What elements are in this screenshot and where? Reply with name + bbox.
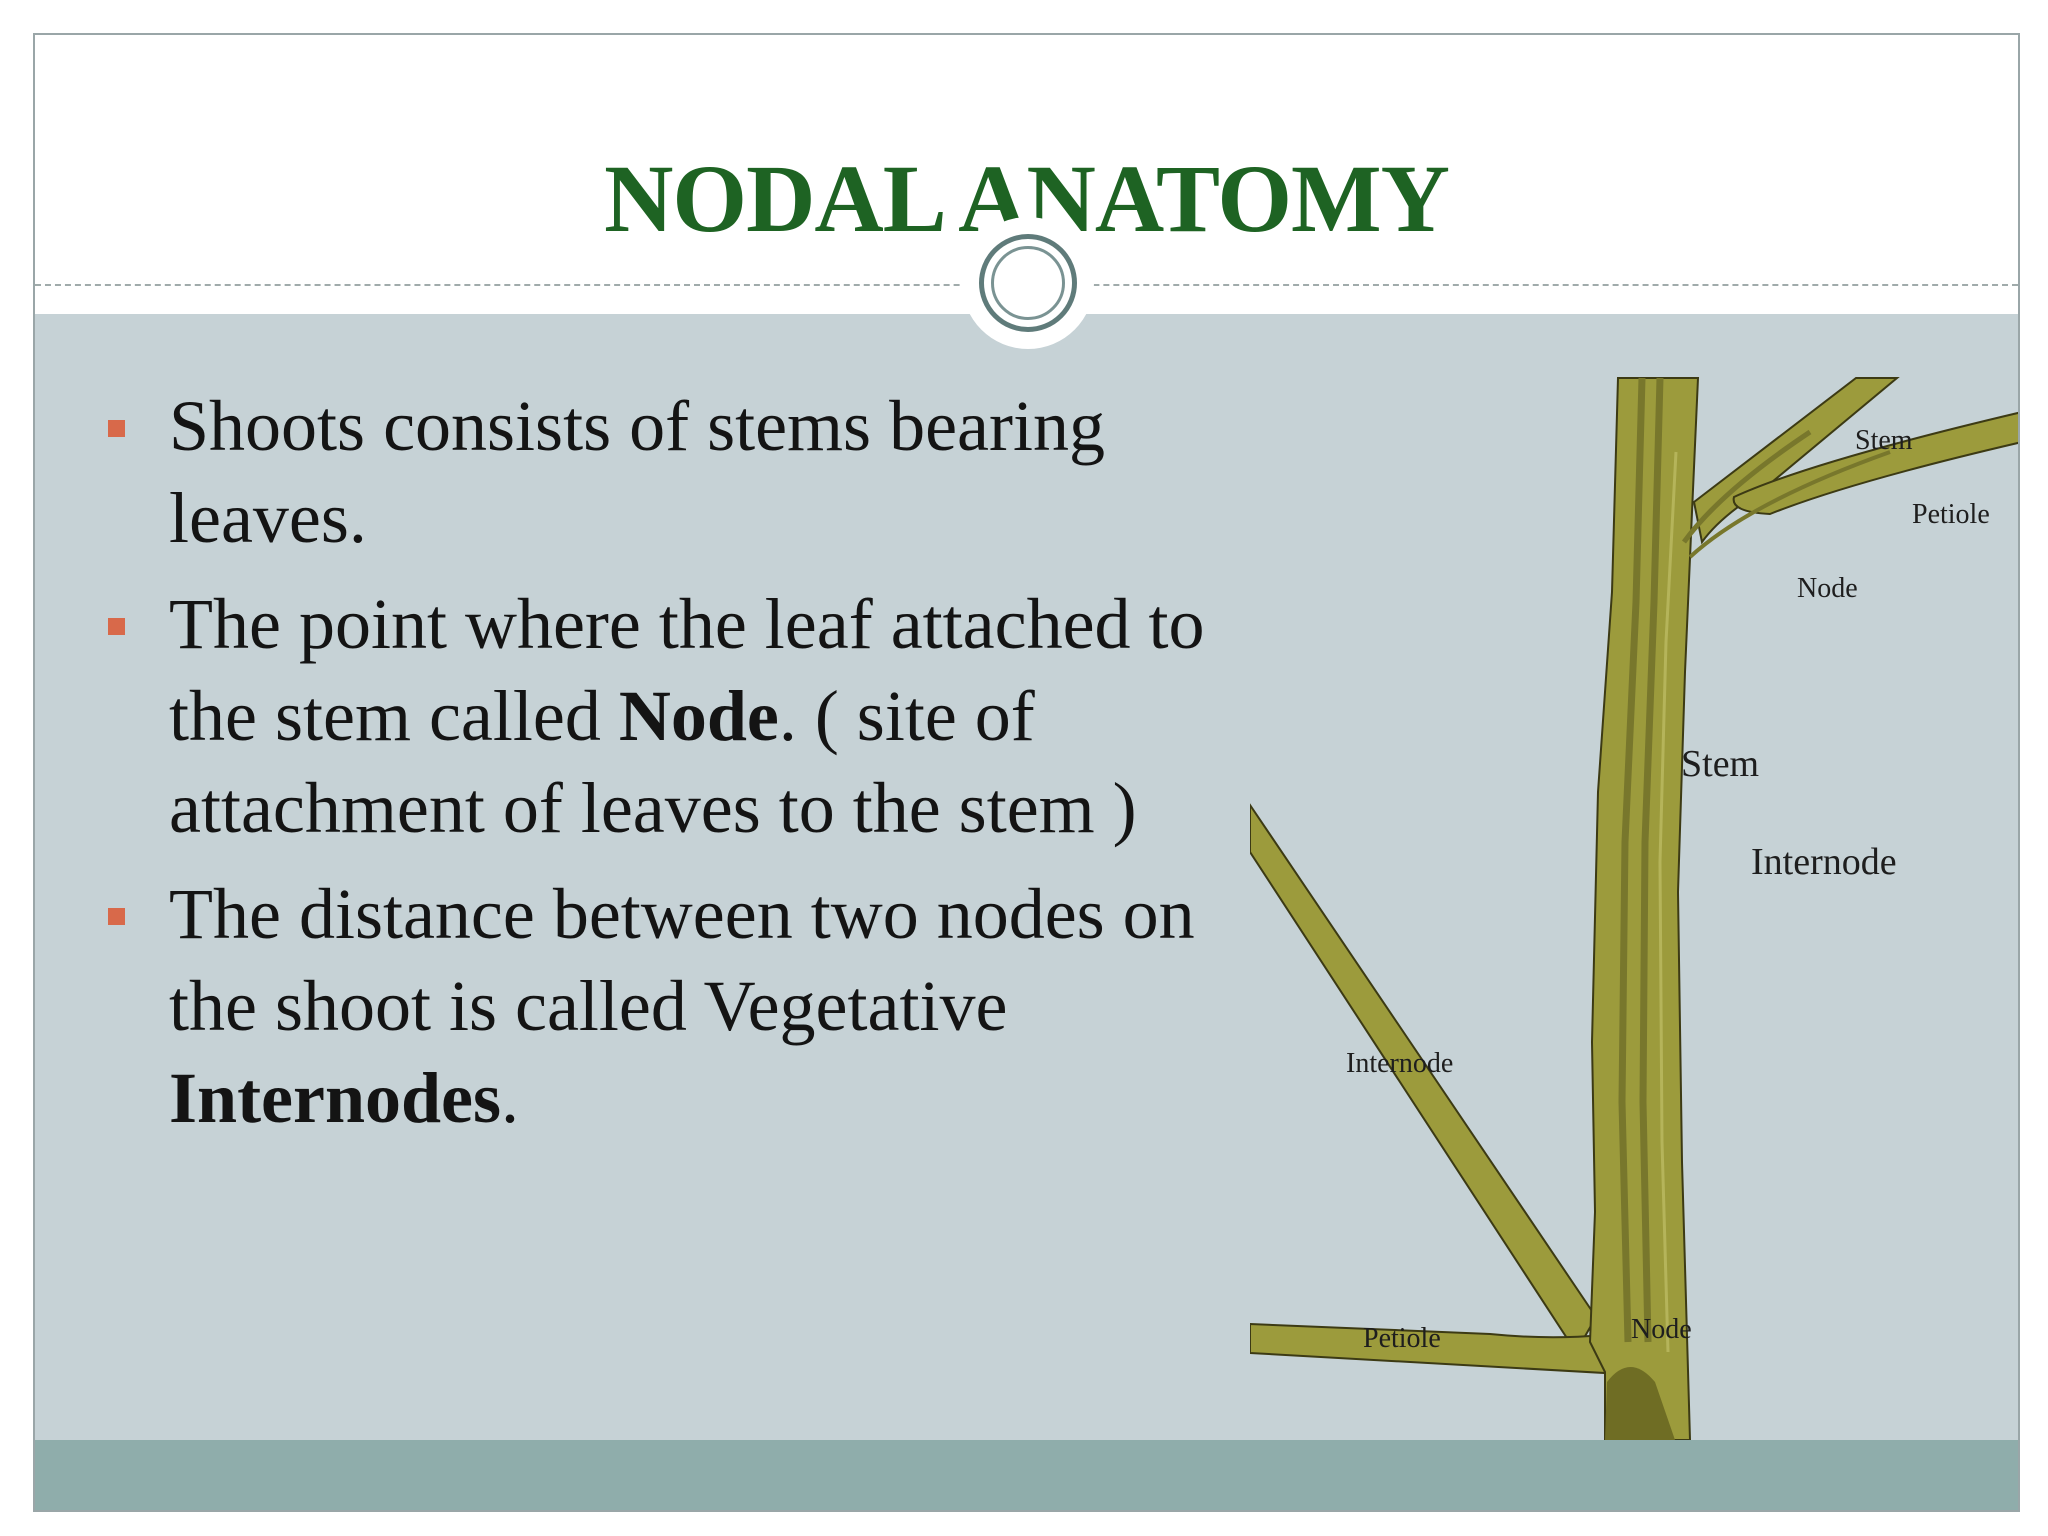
node-base-shadow <box>1605 1367 1675 1440</box>
label-petiole-bottom: Petiole <box>1363 1323 1441 1354</box>
vascular-streak <box>1658 451 1678 1353</box>
bullet-item: Shoots consists of stems bearing leaves. <box>95 380 1295 564</box>
footer-bar <box>35 1440 2018 1510</box>
vascular-streak <box>1618 377 1646 1343</box>
bullet-list: Shoots consists of stems bearing leaves.… <box>95 380 1295 1158</box>
circle-ornament-icon <box>979 234 1077 332</box>
vascular-streak <box>1681 429 1812 544</box>
vascular-streak <box>1639 377 1664 1343</box>
vascular-streak <box>1688 450 1891 559</box>
bullet-term-internodes: Internodes <box>169 1058 502 1138</box>
bullet-text: The point where the leaf attached to the… <box>169 584 1205 756</box>
bullet-text: Shoots consists of stems bearing leaves. <box>169 386 1105 558</box>
square-bullet-icon <box>108 420 125 437</box>
bullet-item: The distance between two nodes on the sh… <box>95 868 1295 1144</box>
square-bullet-icon <box>108 908 125 925</box>
label-node-bottom: Node <box>1631 1314 1692 1345</box>
bullet-term-node: Node <box>618 676 779 756</box>
stem-node-diagram: Stem Petiole Node Stem Internode Interno… <box>1250 377 2018 1440</box>
bullet-item: The point where the leaf attached to the… <box>95 578 1295 854</box>
square-bullet-icon <box>108 618 125 635</box>
label-internode-main: Internode <box>1751 841 1897 883</box>
slide: NODAL ANATOMY Shoots consists of stems b… <box>33 33 2020 1512</box>
label-node-top: Node <box>1797 573 1858 604</box>
bullet-text: The distance between two nodes on the sh… <box>169 874 1195 1046</box>
bullet-text: . <box>501 1058 520 1138</box>
bullet-text: . ( site of attachment of leaves to the … <box>169 676 1137 848</box>
upper-petiole <box>1732 411 2018 516</box>
label-internode-branch: Internode <box>1346 1048 1453 1079</box>
ornament-inner-ring <box>991 246 1065 320</box>
label-stem-main: Stem <box>1681 743 1759 785</box>
label-petiole-top: Petiole <box>1912 499 1990 530</box>
label-stem-top: Stem <box>1855 425 1913 456</box>
